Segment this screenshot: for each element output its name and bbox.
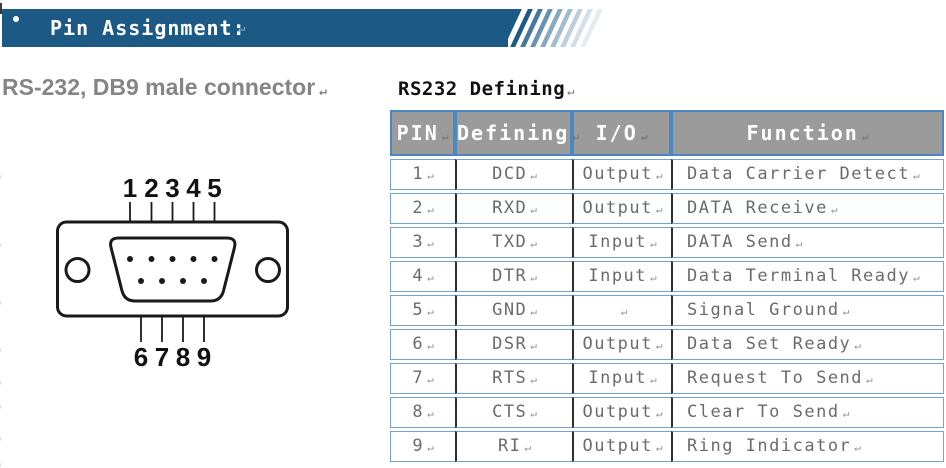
cell-defining: DCD↵ — [455, 159, 572, 190]
cell-function: DATA Receive↵ — [671, 193, 944, 224]
cell-pin: 7↵ — [390, 363, 455, 394]
cell-io: ↵ — [572, 295, 671, 326]
cursor-artifact — [0, 3, 2, 14]
cell-pin: 9↵ — [390, 431, 455, 462]
connector-heading: RS-232, DB9 male connector↵ — [2, 74, 327, 101]
cell-io: Output↵ — [572, 397, 671, 428]
pin-label-1: 1 — [123, 173, 137, 203]
return-mark-icon: ↵ — [0, 296, 1, 309]
cell-pin: 5↵ — [390, 295, 455, 326]
cell-function: Signal Ground↵ — [671, 295, 944, 326]
table-row: 6↵ DSR↵ Output↵ Data Set Ready↵ — [390, 329, 944, 360]
cell-io: Input↵ — [572, 227, 671, 258]
cell-defining: RTS↵ — [455, 363, 572, 394]
return-mark-icon: ↵ — [238, 21, 246, 35]
return-mark-icon: ↵ — [0, 432, 1, 445]
connector-heading-text: RS-232, DB9 male connector — [2, 74, 316, 100]
banner-title: Pin Assignment: — [50, 16, 246, 40]
cell-defining: GND↵ — [455, 295, 572, 326]
d-shell-outline — [109, 236, 237, 303]
return-mark-icon: ↵ — [0, 376, 1, 389]
banner-stripes-decoration — [510, 9, 603, 47]
return-mark-icon: ↵ — [640, 130, 648, 143]
pin-label-3: 3 — [165, 173, 179, 203]
rs232-pin-table: PIN↵ Defining↵ I/O↵ Function↵ 1↵ DCD↵ Ou… — [390, 107, 944, 465]
pin-label-9: 9 — [197, 342, 211, 372]
cell-io: Input↵ — [572, 261, 671, 292]
cell-defining: RXD↵ — [455, 193, 572, 224]
table-row: 3↵ TXD↵ Input↵ DATA Send↵ — [390, 227, 944, 258]
cell-pin: 1↵ — [390, 159, 455, 190]
table-title: RS232 Defining↵ — [398, 78, 574, 100]
return-mark-icon: ↵ — [0, 400, 1, 413]
cell-defining: RI↵ — [455, 431, 572, 462]
cell-function: Data Terminal Ready↵ — [671, 261, 944, 292]
mounting-hole-left — [64, 257, 91, 283]
cell-pin: 8↵ — [390, 397, 455, 428]
return-mark-icon: ↵ — [0, 238, 1, 251]
return-mark-icon: ↵ — [0, 458, 1, 468]
cell-defining: CTS↵ — [455, 397, 572, 428]
cell-function: Data Set Ready↵ — [671, 329, 944, 360]
db9-connector-diagram: 1 2 3 4 5 6 7 8 9 — [56, 173, 289, 372]
cell-defining: TXD↵ — [455, 227, 572, 258]
cell-function: Clear To Send↵ — [671, 397, 944, 428]
cell-function: Request To Send↵ — [671, 363, 944, 394]
section-banner: Pin Assignment: ↵ — [2, 9, 508, 47]
pin-dots — [127, 256, 218, 284]
table-row: 4↵ DTR↵ Input↵ Data Terminal Ready↵ — [390, 261, 944, 292]
table-row: 2↵ RXD↵ Output↵ DATA Receive↵ — [390, 193, 944, 224]
table-row: 5↵ GND↵ ↵ Signal Ground↵ — [390, 295, 944, 326]
cell-io: Output↵ — [572, 193, 671, 224]
pin-label-5: 5 — [207, 173, 221, 203]
return-mark-icon: ↵ — [0, 343, 1, 356]
cell-pin: 4↵ — [390, 261, 455, 292]
cell-defining: DTR↵ — [455, 261, 572, 292]
table-header-row: PIN↵ Defining↵ I/O↵ Function↵ — [390, 110, 944, 156]
table-row: 8↵ CTS↵ Output↵ Clear To Send↵ — [390, 397, 944, 428]
table-title-text: RS232 Defining — [398, 78, 566, 100]
cell-io: Output↵ — [572, 159, 671, 190]
header-io: I/O↵ — [572, 110, 671, 156]
cell-pin: 2↵ — [390, 193, 455, 224]
return-mark-icon: ↵ — [441, 130, 449, 143]
mounting-hole-right — [255, 257, 281, 283]
table-row: 7↵ RTS↵ Input↵ Request To Send↵ — [390, 363, 944, 394]
pin-label-2: 2 — [144, 173, 158, 203]
pin-label-6: 6 — [134, 342, 148, 372]
pin-label-4: 4 — [186, 173, 201, 203]
return-mark-icon: ↵ — [572, 130, 579, 143]
cell-function: Ring Indicator↵ — [671, 431, 944, 462]
cell-pin: 6↵ — [390, 329, 455, 360]
cell-defining: DSR↵ — [455, 329, 572, 360]
table-row: 9↵ RI↵ Output↵ Ring Indicator↵ — [390, 431, 944, 462]
return-mark-icon: ↵ — [319, 84, 327, 99]
pin-label-7: 7 — [155, 342, 169, 372]
cell-io: Output↵ — [572, 431, 671, 462]
header-function: Function↵ — [671, 110, 944, 156]
return-mark-icon: ↵ — [861, 130, 869, 143]
cell-io: Output↵ — [572, 329, 671, 360]
cell-function: DATA Send↵ — [671, 227, 944, 258]
return-mark-icon: ↵ — [0, 170, 1, 183]
header-pin: PIN↵ — [390, 110, 455, 156]
return-mark-icon: ↵ — [567, 84, 575, 98]
bullet-icon — [13, 16, 19, 22]
pin-label-8: 8 — [176, 342, 190, 372]
header-defining: Defining↵ — [455, 110, 579, 156]
cell-function: Data Carrier Detect↵ — [671, 159, 944, 190]
table-row: 1↵ DCD↵ Output↵ Data Carrier Detect↵ — [390, 159, 944, 190]
cell-io: Input↵ — [572, 363, 671, 394]
cell-pin: 3↵ — [390, 227, 455, 258]
